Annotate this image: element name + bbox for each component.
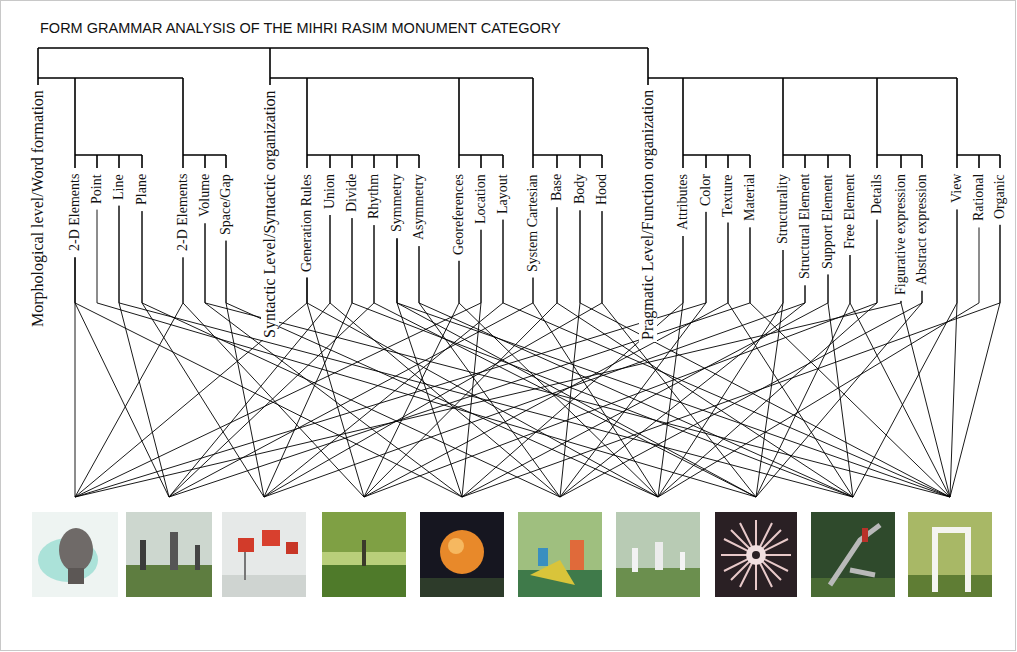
category-label: Layout bbox=[495, 172, 510, 216]
relation-line bbox=[462, 230, 481, 497]
relation-line bbox=[364, 261, 459, 497]
relation-line bbox=[560, 285, 805, 497]
relation-line bbox=[97, 210, 756, 497]
level-label: Pragmatic Level/Function organization bbox=[639, 88, 657, 342]
category-label: Location bbox=[473, 172, 488, 226]
category-label: Organic bbox=[992, 172, 1007, 221]
relation-line bbox=[226, 241, 264, 497]
relation-line bbox=[756, 255, 850, 497]
relation-line bbox=[419, 246, 560, 497]
relation-line bbox=[75, 257, 169, 497]
relation-line bbox=[658, 236, 683, 497]
relation-line bbox=[397, 238, 462, 497]
relation-line bbox=[828, 275, 853, 498]
category-label: 2-D Elements bbox=[175, 172, 190, 253]
category-label: Plane bbox=[134, 172, 149, 207]
relation-line bbox=[950, 225, 1000, 497]
relation-line bbox=[264, 211, 602, 497]
relation-line bbox=[119, 206, 853, 497]
category-label: Divide bbox=[344, 172, 359, 214]
relation-line bbox=[264, 285, 805, 497]
diagram-title: FORM GRAMMAR ANALYSIS OF THE MIHRI RASIM… bbox=[40, 20, 561, 36]
relation-line bbox=[560, 291, 922, 497]
category-label: View bbox=[949, 172, 964, 205]
thumb-red-panels bbox=[222, 512, 306, 597]
category-label: Abstract expression bbox=[914, 172, 929, 287]
thumb-sculpture bbox=[811, 512, 895, 597]
category-label: Details bbox=[869, 172, 884, 216]
category-label: Support Element bbox=[820, 172, 835, 271]
category-label: Union bbox=[322, 172, 337, 211]
category-label: Volume bbox=[197, 172, 212, 219]
category-label: Structurality bbox=[775, 172, 790, 246]
relation-line bbox=[75, 212, 706, 497]
relation-line bbox=[169, 227, 750, 497]
category-label: System Cartesian bbox=[525, 172, 540, 274]
category-label: 2-D Elements bbox=[67, 172, 82, 253]
relation-line bbox=[119, 206, 169, 497]
level-label: Morphological level/Word formation bbox=[29, 88, 47, 329]
category-label: Figurative expression bbox=[893, 172, 908, 297]
thumb-park bbox=[616, 512, 700, 597]
relation-line bbox=[75, 257, 183, 497]
thumb-head bbox=[32, 512, 118, 597]
category-label: Material bbox=[742, 172, 757, 223]
relation-line bbox=[658, 227, 979, 497]
thumb-colored-shapes bbox=[518, 512, 602, 597]
thumb-gate bbox=[908, 512, 992, 597]
thumb-sunburst bbox=[715, 512, 797, 597]
category-label: Line bbox=[111, 172, 126, 202]
relation-line bbox=[756, 291, 922, 497]
category-label: Texture bbox=[720, 172, 735, 219]
thumb-field bbox=[322, 512, 406, 597]
category-label: Rational bbox=[971, 172, 986, 223]
category-label: Hood bbox=[594, 172, 609, 207]
category-label: Body bbox=[572, 172, 587, 206]
category-label: Georeferences bbox=[451, 172, 466, 257]
category-label: Space/Gap bbox=[218, 172, 233, 237]
relation-line bbox=[75, 301, 901, 497]
category-label: Asymmetry bbox=[411, 172, 426, 242]
category-label: Free Element bbox=[842, 172, 857, 251]
category-label: Color bbox=[698, 172, 713, 208]
relation-line bbox=[364, 223, 728, 497]
category-label: Base bbox=[549, 172, 564, 203]
relation-line bbox=[658, 220, 877, 497]
level-label: Syntactic Level/Syntactic organization bbox=[261, 88, 279, 340]
relation-line bbox=[307, 278, 658, 497]
category-label: Rhythm bbox=[366, 172, 381, 221]
category-label: Point bbox=[89, 172, 104, 206]
relation-line bbox=[756, 250, 783, 497]
category-label: Structural Element bbox=[797, 172, 812, 281]
relation-line bbox=[459, 261, 658, 497]
thumb-night-sphere bbox=[420, 512, 504, 597]
relation-line bbox=[352, 218, 853, 497]
category-label: Attributes bbox=[675, 172, 690, 232]
relation-line bbox=[560, 210, 580, 497]
relation-line bbox=[658, 250, 783, 497]
relation-line bbox=[226, 241, 658, 497]
thumb-garden bbox=[126, 512, 212, 597]
relation-line bbox=[560, 212, 706, 497]
category-label: Generation Rules bbox=[299, 172, 314, 274]
relation-line bbox=[169, 278, 533, 497]
relation-line bbox=[397, 238, 950, 497]
relation-line bbox=[950, 209, 957, 497]
category-label: Symmetry bbox=[389, 172, 404, 234]
